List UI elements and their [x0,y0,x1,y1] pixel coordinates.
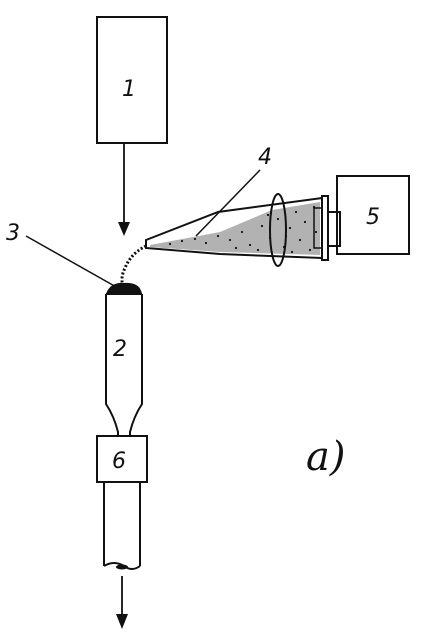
component-5-box [336,175,410,255]
nozzle-flange-inner [313,207,323,249]
label-4: 4 [258,145,272,170]
leader-4 [195,169,261,237]
label-3: 3 [6,221,20,246]
label-6: 6 [112,449,126,474]
label-2: 2 [113,337,127,362]
label-1: 1 [122,77,136,102]
label-5: 5 [366,205,380,230]
component-2-rod [105,294,143,436]
deposit-3 [106,282,142,294]
component-1-box [96,16,168,144]
lower-shaft-end-mark [116,564,128,570]
powder-fill [150,202,320,255]
beam-arrow-head [118,222,130,236]
clamp-ring [269,193,287,267]
component-6-box [96,435,148,483]
component-4-nozzle [145,193,341,267]
drive-shaft [327,211,341,247]
powder-stream [120,244,147,287]
leader-3 [25,235,119,289]
feed-arrow-head [116,614,128,629]
figure-caption: a) [306,434,345,480]
